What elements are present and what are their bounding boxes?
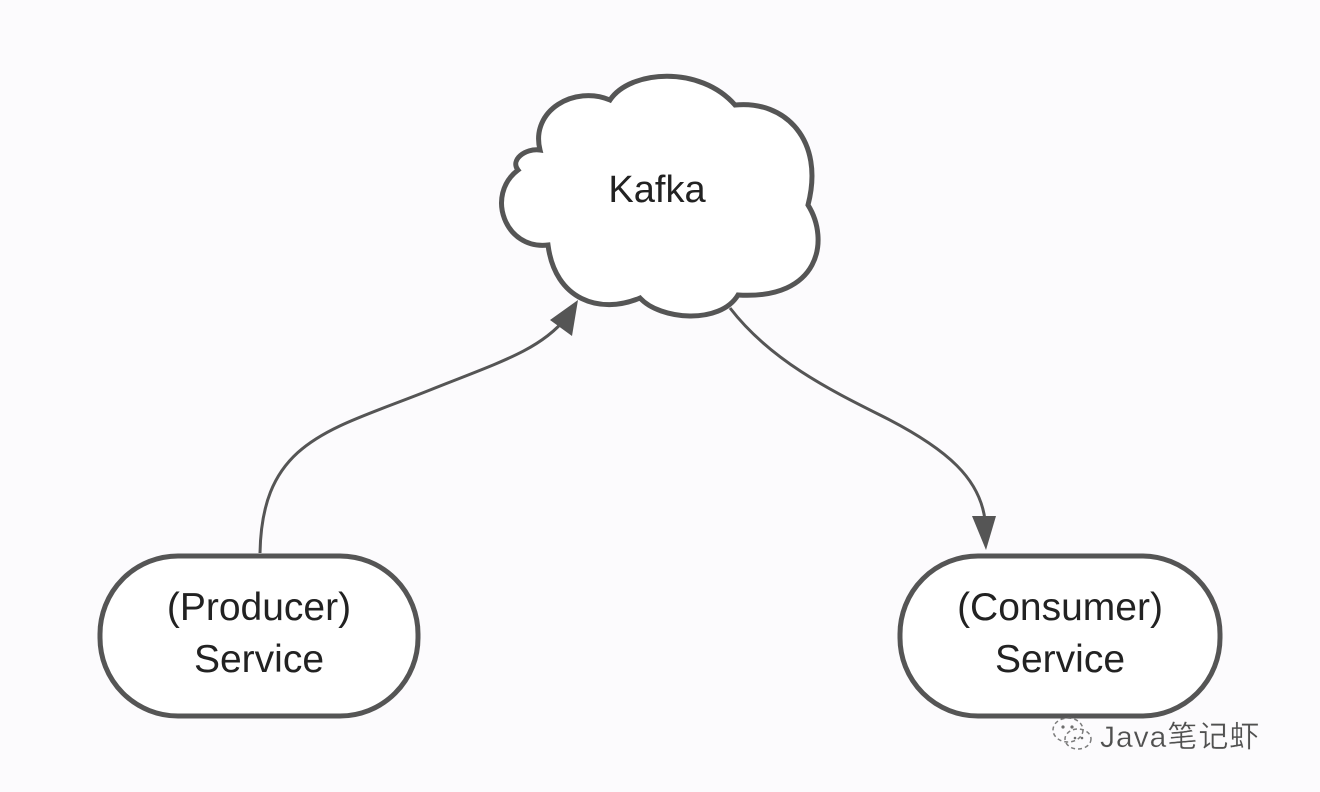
producer-to-kafka-arrowhead [550,300,578,336]
producer-service-node[interactable]: (Producer) Service [97,553,421,719]
watermark: Java笔记虾 [1048,712,1260,756]
kafka-to-consumer-arrow [728,307,987,521]
kafka-label: Kafka [608,169,706,211]
consumer-box [897,553,1223,719]
watermark-text: Java笔记虾 [1100,721,1261,754]
consumer-label-line1: (Consumer) [957,586,1163,629]
producer-label-line1: (Producer) [167,586,351,629]
wechat-icon [1052,717,1092,750]
producer-label-line2: Service [194,638,324,681]
kafka-cloud-shape [499,73,821,319]
edge-kafka-to-consumer [728,307,996,550]
consumer-service-node[interactable]: (Consumer) Service [897,553,1223,719]
consumer-label-line2: Service [995,638,1125,681]
producer-to-kafka-arrow [258,317,568,554]
kafka-node[interactable]: Kafka [499,73,821,319]
kafka-to-consumer-arrowhead [972,516,996,550]
producer-box [97,553,421,719]
edge-producer-to-kafka [258,300,578,554]
